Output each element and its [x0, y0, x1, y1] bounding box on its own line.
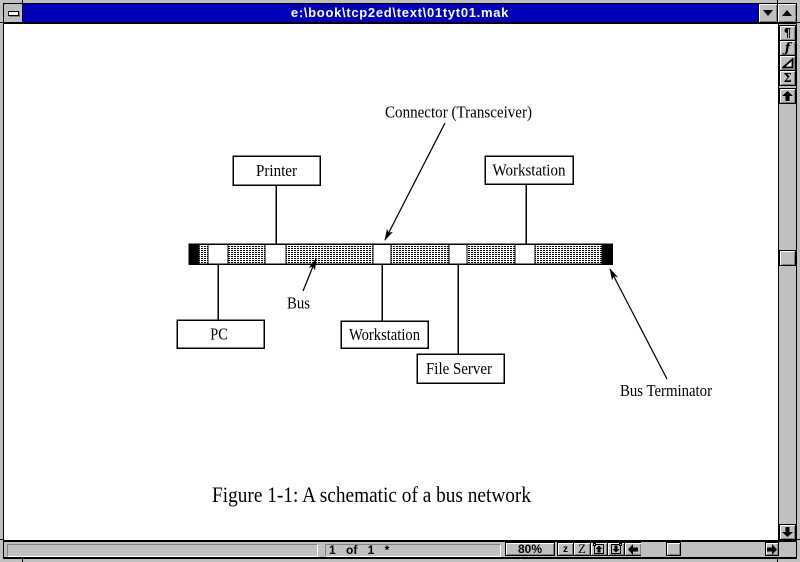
page-down-icon: [611, 543, 622, 554]
border-notch: [797, 22, 800, 23]
triangle-tool-button[interactable]: [779, 55, 796, 71]
zoom-out-label: z: [563, 543, 568, 555]
down-triangle-icon: [763, 10, 773, 16]
page-indicator: 1 of 1 *: [325, 544, 501, 557]
pilcrow-icon: ¶: [783, 26, 792, 40]
page-indicator-text: 1 of 1 *: [329, 543, 390, 557]
scrollbar-corner: [779, 542, 796, 557]
page-down-button[interactable]: [607, 542, 625, 556]
scroll-left-button[interactable]: [624, 542, 642, 556]
node-boxes: [176, 155, 574, 384]
vertical-scrollbar-thumb[interactable]: [779, 250, 796, 266]
horizontal-scrollbar-track[interactable]: [641, 542, 766, 557]
node-label-pc: PC: [210, 325, 228, 344]
maximize-button[interactable]: [778, 4, 796, 22]
node-box-file-server: [416, 353, 505, 384]
annotation-arrows: [302, 122, 668, 380]
left-arrow-icon: [628, 543, 638, 555]
divider: [4, 540, 796, 542]
node-label-workstation-bottom: Workstation: [349, 325, 420, 344]
zoom-out-button[interactable]: z: [557, 542, 574, 556]
divider: [4, 22, 796, 24]
divider: [758, 4, 759, 22]
document-canvas[interactable]: [4, 24, 778, 540]
bus-network-diagram: Printer Workstation PC Workstation File …: [176, 103, 712, 507]
sigma-tool-button[interactable]: Σ: [779, 70, 796, 86]
zoom-in-label: Z: [578, 541, 586, 556]
drop-lines: [217, 184, 527, 354]
minimize-button[interactable]: [759, 4, 777, 22]
bus-terminator-left: [189, 244, 199, 264]
up-triangle-icon: [782, 10, 792, 16]
node-label-printer: Printer: [256, 161, 297, 180]
divider: [4, 557, 796, 559]
bus-terminator-right: [602, 244, 612, 264]
bus-hatch-segment: [390, 243, 450, 265]
annotation-bus: Bus: [287, 294, 310, 313]
node-labels: Printer Workstation PC Workstation File …: [210, 161, 566, 379]
arrow-bus: [302, 258, 317, 292]
title-bar[interactable]: [23, 4, 758, 22]
zoom-level-button[interactable]: 80%: [505, 542, 555, 556]
scroll-up-button[interactable]: [779, 88, 796, 104]
page-up-button[interactable]: [590, 542, 608, 556]
horizontal-scrollbar-thumb[interactable]: [666, 542, 681, 556]
node-box-workstation-bottom: [340, 320, 429, 349]
triangle-icon: [781, 57, 793, 68]
divider: [777, 4, 778, 22]
right-arrow-icon: [767, 543, 777, 555]
zoom-in-button[interactable]: Z: [573, 541, 591, 556]
status-message-panel: [7, 544, 318, 557]
figure-caption: Figure 1-1: A schematic of a bus network: [212, 482, 531, 507]
pilcrow-tool-button[interactable]: ¶: [779, 25, 796, 41]
function-icon: ƒ: [784, 40, 791, 56]
bus-hatch-segment: [227, 243, 266, 265]
bus-hatch-segment: [466, 243, 516, 265]
control-menu-button[interactable]: [4, 4, 22, 22]
border-notch: [22, 0, 23, 3]
node-label-file-server: File Server: [426, 359, 492, 378]
scroll-right-button[interactable]: [765, 542, 779, 556]
node-box-workstation-top: [484, 155, 574, 185]
control-menu-icon: [8, 11, 19, 16]
border-notch: [797, 539, 800, 540]
sigma-icon: Σ: [783, 71, 792, 85]
page-up-icon: [593, 543, 604, 554]
node-box-pc: [176, 319, 265, 349]
bus-hatch-segment: [198, 243, 209, 265]
border-notch: [777, 0, 778, 3]
annotation-connector: Connector (Transceiver): [385, 103, 532, 122]
annotation-terminator: Bus Terminator: [620, 381, 712, 400]
border-notch: [0, 22, 3, 23]
border-notch: [22, 559, 23, 562]
node-box-printer: [232, 155, 321, 186]
arrow-bus-terminator: [609, 268, 668, 380]
up-arrow-icon: [782, 91, 793, 101]
bus-bar: [188, 243, 613, 265]
divider: [778, 24, 779, 540]
divider: [22, 4, 23, 22]
node-label-workstation-top: Workstation: [493, 161, 566, 180]
vertical-scrollbar-track[interactable]: [779, 24, 796, 540]
down-arrow-icon: [782, 527, 793, 537]
border-notch: [777, 559, 778, 562]
function-tool-button[interactable]: ƒ: [779, 40, 796, 56]
border-notch: [0, 539, 3, 540]
bus-hatch-segment: [534, 243, 603, 265]
bus-hatch-segment: [285, 243, 374, 265]
scroll-down-button[interactable]: [779, 524, 796, 540]
arrow-connector: [384, 122, 446, 241]
zoom-level-text: 80%: [517, 542, 543, 556]
